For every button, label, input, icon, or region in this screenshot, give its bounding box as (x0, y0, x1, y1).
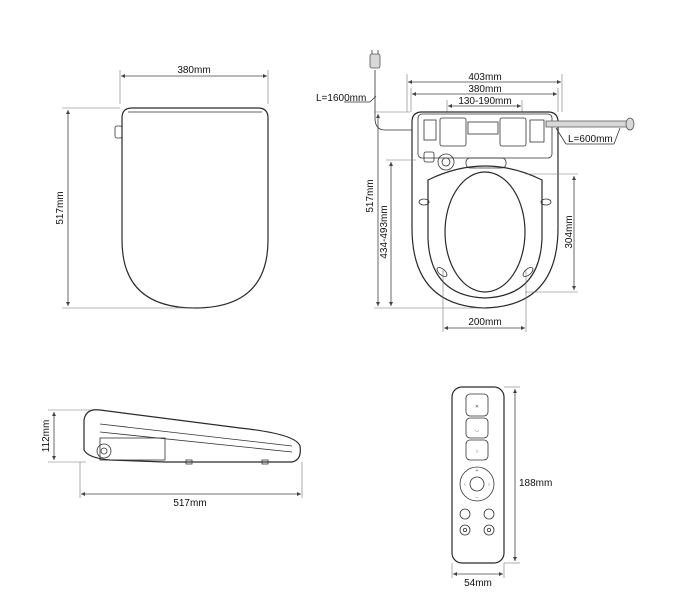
side-height-label: 112mm (41, 420, 52, 453)
remote-width-label: 54mm (464, 578, 492, 589)
seat-ring (427, 165, 543, 299)
svg-text:›: › (488, 482, 490, 488)
top-view: 380mm 517mm (55, 65, 269, 309)
remote-height-label: 188mm (519, 478, 552, 489)
power-cord (374, 70, 412, 131)
mount-range-label: 130-190mm (458, 96, 511, 107)
install-view: 403mm 380mm 130-190mm (316, 50, 635, 332)
side-length-label: 517mm (173, 498, 206, 509)
hose-length-label: L=600mm (568, 134, 613, 145)
overall-width-label: 403mm (468, 72, 501, 83)
water-hose (545, 120, 629, 128)
opening-length-label: 304mm (564, 215, 575, 248)
remote-body (451, 386, 505, 564)
opening-width-label: 200mm (468, 317, 501, 328)
svg-text:◡: ◡ (475, 427, 480, 433)
dpad-icon (459, 466, 495, 502)
hinge-knob-icon (96, 443, 112, 459)
install-length-label: 517mm (365, 179, 376, 212)
svg-text:‹: ‹ (464, 482, 466, 488)
top-width-label: 380mm (177, 65, 210, 76)
svg-text:✕: ✕ (475, 404, 479, 410)
hinge-block (114, 125, 123, 139)
seat-width-label: 380mm (468, 84, 501, 95)
seat-opening (444, 171, 526, 293)
lid-outline (121, 107, 269, 309)
side-profile (83, 409, 301, 463)
back-housing (417, 113, 553, 159)
power-plug-icon (369, 53, 381, 69)
valve-icon (437, 153, 455, 171)
svg-text:−: − (476, 495, 479, 501)
remote-control: ✕ ◡ ○ + − ‹ › 188mm 54mm (451, 386, 552, 589)
svg-text:+: + (476, 468, 479, 474)
top-length-label: 517mm (55, 191, 66, 224)
mount-distance-label: 434-493mm (379, 205, 390, 258)
svg-text:○: ○ (475, 449, 478, 455)
side-view: 112mm 517mm (41, 409, 303, 509)
cord-length-label: L=1600mm (316, 93, 366, 104)
seat-body-outline (411, 111, 559, 309)
